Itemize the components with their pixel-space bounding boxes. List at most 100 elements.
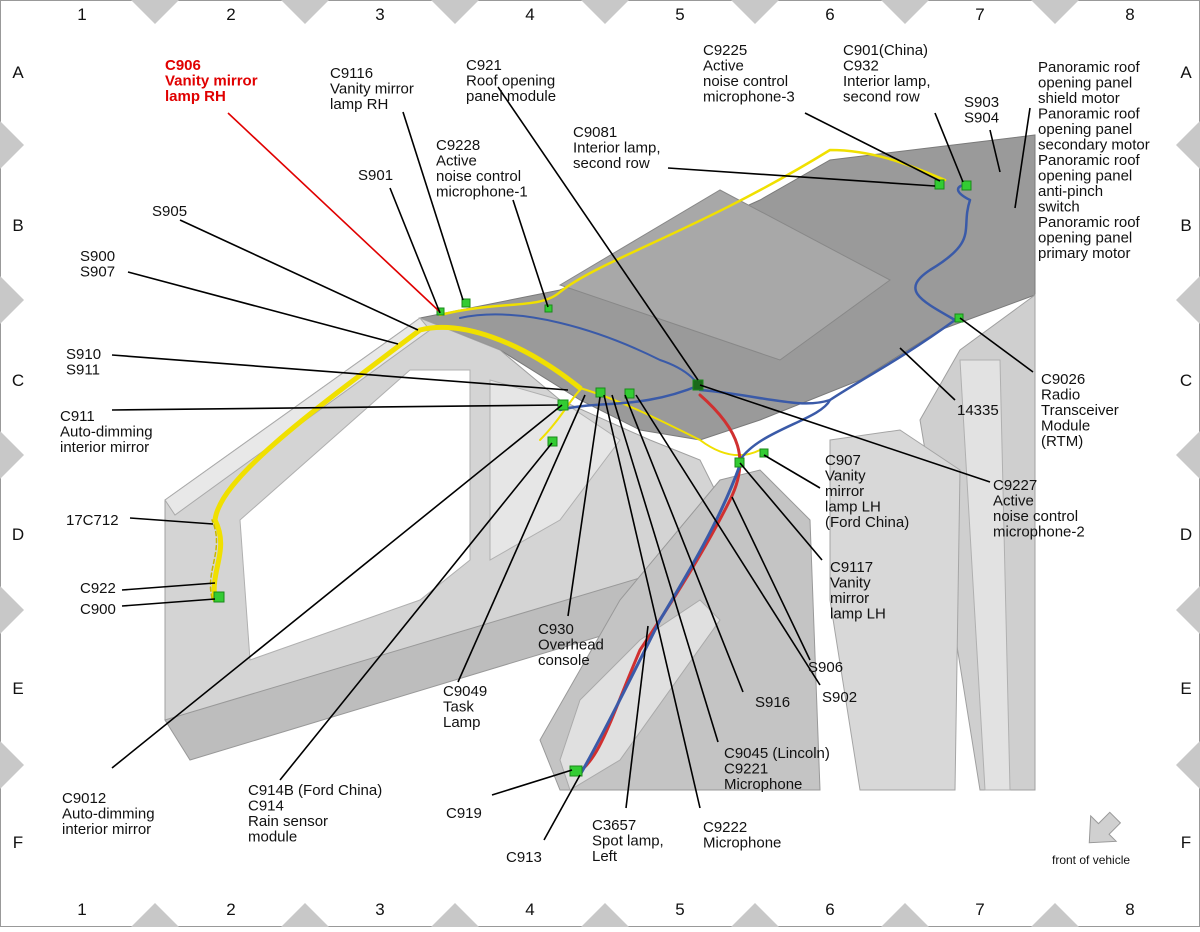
label-line: primary motor — [1038, 245, 1131, 262]
grid-row-label: A — [12, 63, 24, 82]
label-line: lamp LH — [830, 606, 886, 623]
label-line: C919 — [446, 805, 482, 822]
front-of-vehicle-arrow-icon — [1088, 811, 1122, 844]
label-line: 17C712 — [66, 512, 119, 529]
label-s905: S905 — [152, 203, 187, 220]
connectors — [213, 179, 972, 777]
label-line: Left — [592, 848, 618, 865]
label-line: Active — [703, 58, 744, 75]
label-line: Auto-dimming — [62, 806, 155, 823]
label-line: S906 — [808, 659, 843, 676]
label-line: second row — [843, 89, 920, 106]
grid-row-label: D — [12, 525, 24, 544]
grid-marker — [0, 741, 24, 789]
grid-marker — [281, 903, 329, 927]
grid-row-label: F — [13, 833, 23, 852]
label-line: lamp LH — [825, 499, 881, 516]
grid-column-label: 5 — [675, 5, 684, 24]
label-line: C913 — [506, 849, 542, 866]
grid-marker — [281, 0, 329, 24]
grid-column-label: 8 — [1125, 900, 1134, 919]
grid-marker — [0, 431, 24, 479]
label-line: S907 — [80, 264, 115, 281]
grid-marker — [1176, 121, 1200, 169]
grid-marker — [1176, 276, 1200, 324]
label-line: Lamp — [443, 714, 481, 731]
connector-c900 — [213, 591, 225, 603]
label-c913: C913 — [506, 849, 542, 866]
label-line: opening panel — [1038, 230, 1132, 247]
grid-row-label: F — [1181, 833, 1191, 852]
label-line: C9045 (Lincoln) — [724, 745, 830, 762]
label-line: Vanity mirror — [330, 81, 414, 98]
connector-c9026 — [954, 313, 964, 323]
label-line: Roof opening — [466, 73, 555, 90]
grid-marker — [1176, 586, 1200, 634]
grid-column-label: 8 — [1125, 5, 1134, 24]
grid-row-label: A — [1180, 63, 1192, 82]
label-line: microphone-3 — [703, 89, 795, 106]
grid-marker — [0, 586, 24, 634]
label-line: microphone-2 — [993, 524, 1085, 541]
grid-marker — [731, 903, 779, 927]
grid-marker — [881, 0, 929, 24]
label-c17c712: 17C712 — [66, 512, 119, 529]
label-line: C900 — [80, 601, 116, 618]
label-line: console — [538, 652, 590, 669]
connector-s916 — [624, 388, 635, 399]
connector-c9117 — [734, 457, 745, 468]
label-line: Vanity mirror — [165, 73, 258, 90]
label-s902: S902 — [822, 689, 857, 706]
connector-c9116 — [461, 298, 471, 308]
grid-marker — [1176, 741, 1200, 789]
label-line: Radio — [1041, 387, 1080, 404]
label-line: Panoramic roof — [1038, 214, 1141, 231]
grid-marker — [581, 903, 629, 927]
connector-c930 — [595, 387, 606, 398]
grid-column-label: 6 — [825, 900, 834, 919]
label-line: C930 — [538, 621, 574, 638]
connector-c9228 — [544, 304, 553, 313]
wiring-harness — [209, 148, 972, 777]
label-line: C911 — [60, 408, 95, 425]
grid-marker — [1176, 431, 1200, 479]
label-s906: S906 — [808, 659, 843, 676]
label-line: C9116 — [330, 65, 373, 82]
label-line: C9225 — [703, 42, 747, 59]
grid-marker — [581, 0, 629, 24]
grid-marker — [131, 903, 179, 927]
label-line: S904 — [964, 110, 999, 127]
label-line: interior mirror — [62, 821, 151, 838]
label-line: panel module — [466, 88, 556, 105]
label-line: Active — [436, 153, 477, 170]
label-line: C9227 — [993, 477, 1037, 494]
label-line: module — [248, 829, 297, 846]
grid-row-label: D — [1180, 525, 1192, 544]
grid-marker — [1031, 0, 1079, 24]
label-line: S900 — [80, 248, 115, 265]
label-line: Panoramic roof — [1038, 59, 1141, 76]
front-of-vehicle-label: front of vehicle — [1052, 853, 1130, 867]
label-line: C9221 — [724, 761, 768, 778]
connector-c901 — [961, 180, 972, 191]
grid-column-label: 1 — [77, 5, 86, 24]
label-line: (Ford China) — [825, 514, 909, 531]
label-line: C906 — [165, 57, 201, 74]
label-line: noise control — [703, 73, 788, 90]
label-line: (RTM) — [1041, 433, 1083, 450]
